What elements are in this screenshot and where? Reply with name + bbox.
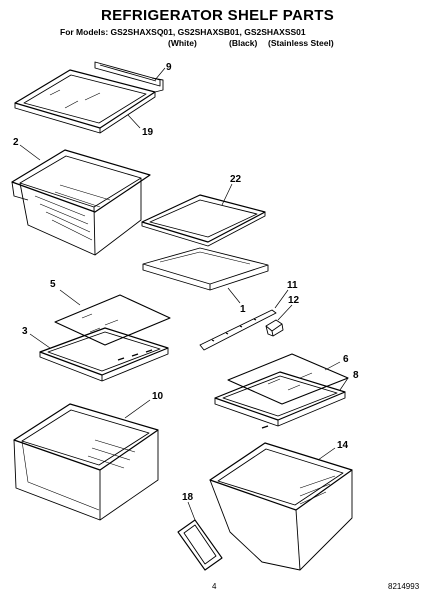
part-19-glass-shelf xyxy=(14,69,156,134)
callout-3: 3 xyxy=(22,326,28,337)
callout-6: 6 xyxy=(343,354,349,365)
callout-2: 2 xyxy=(13,137,19,148)
part-14-crisper-drawer xyxy=(209,442,353,571)
variant-white: (White) xyxy=(168,38,197,48)
callout-12: 12 xyxy=(288,295,300,306)
callout-8: 8 xyxy=(353,370,359,381)
callout-10: 10 xyxy=(152,391,164,402)
variant-black: (Black) xyxy=(229,38,258,48)
part-9-shelf-trim xyxy=(94,61,164,93)
callout-14: 14 xyxy=(337,440,349,451)
leader-lines xyxy=(19,67,349,521)
callout-9: 9 xyxy=(166,62,172,73)
part-1-shelf-frame xyxy=(142,247,269,291)
part-8-crisper-cover xyxy=(214,371,346,429)
callout-5: 5 xyxy=(50,279,56,290)
callout-1: 1 xyxy=(240,304,246,315)
part-18-panel xyxy=(177,519,223,571)
part-6-glass-pane xyxy=(227,353,349,405)
part-5-glass-pane xyxy=(54,294,171,346)
models-line: For Models: GS2SHAXSQ01, GS2SHAXSB01, GS… xyxy=(60,27,306,37)
part-12-clip xyxy=(265,319,284,337)
callout-19: 19 xyxy=(142,127,154,138)
callout-22: 22 xyxy=(230,174,242,185)
document-number: 8214993 xyxy=(388,582,420,591)
variant-stainless: (Stainless Steel) xyxy=(268,38,334,48)
part-2-crisper-drawer xyxy=(11,149,151,256)
page-title: REFRIGERATOR SHELF PARTS xyxy=(100,7,335,24)
part-22-glass-shelf xyxy=(141,194,266,247)
part-3-crisper-cover xyxy=(39,327,169,382)
callout-11: 11 xyxy=(287,280,298,291)
callout-18: 18 xyxy=(182,492,194,503)
part-11-slide-rail xyxy=(199,309,277,351)
page-number: 4 xyxy=(212,582,217,591)
part-10-crisper-drawer xyxy=(13,403,159,521)
callout-labels: 9 19 2 22 5 11 12 1 3 6 8 10 14 18 xyxy=(13,62,359,503)
